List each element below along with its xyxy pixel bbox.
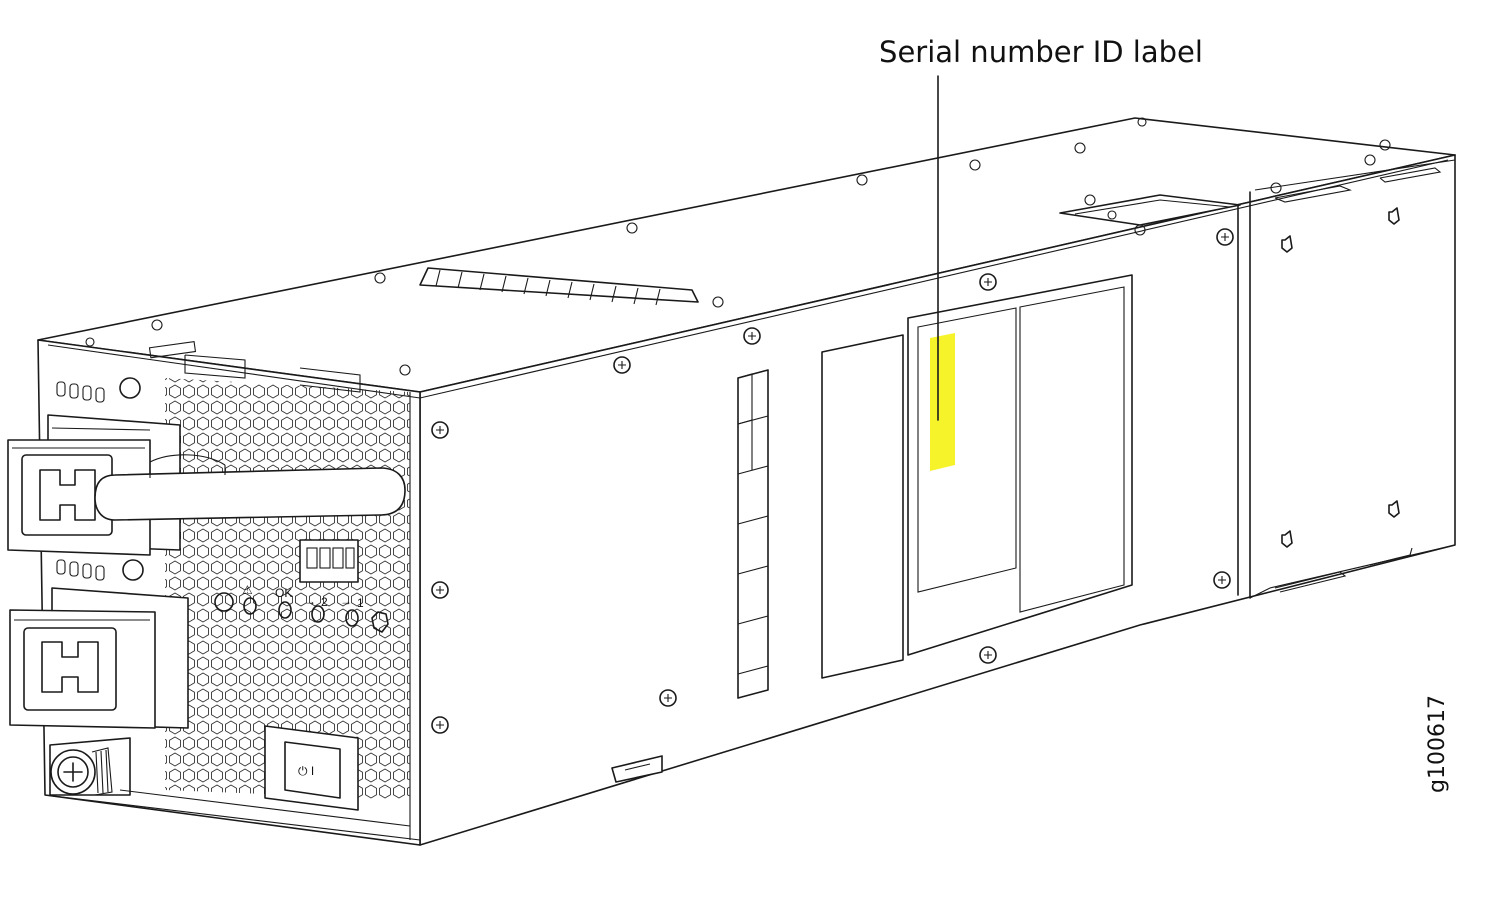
warning-icon: ⚠ xyxy=(242,583,253,597)
led-ok-label: OK xyxy=(275,586,292,600)
led-input2-label: 2 xyxy=(321,595,328,609)
top-vent-slots xyxy=(419,267,699,306)
dip-switch-block xyxy=(299,539,359,583)
side-screws xyxy=(431,228,1234,734)
input-arrow-icon-2: → xyxy=(340,594,352,608)
figure-id: g100617 xyxy=(1425,695,1450,793)
callout-label: Serial number ID label xyxy=(879,35,1203,69)
power-switch-symbol: ⏻ I xyxy=(298,764,314,778)
rear-bracket xyxy=(1059,194,1241,226)
side-rail-comb xyxy=(737,369,769,699)
label-panels xyxy=(821,274,1133,679)
top-screws xyxy=(85,117,1391,376)
captive-thumbscrew xyxy=(49,737,131,796)
serial-number-label-highlight xyxy=(930,333,955,471)
bottom-latch xyxy=(611,755,663,783)
power-switch: ⏻ I xyxy=(264,725,359,811)
ac-inlet-2 xyxy=(9,587,189,729)
rear-hex-screws xyxy=(1281,207,1400,548)
front-small-vents xyxy=(56,377,144,581)
carry-handle xyxy=(94,454,406,521)
input-arrow-icon: → xyxy=(304,594,316,608)
front-panel: ⚠ OK → 2 → 1 ⏻ I xyxy=(7,354,421,841)
serial-number-callout: Serial number ID label xyxy=(879,35,1203,421)
led-input1-label: 1 xyxy=(357,596,364,610)
status-leds: ⚠ OK → 2 → 1 xyxy=(214,583,389,633)
